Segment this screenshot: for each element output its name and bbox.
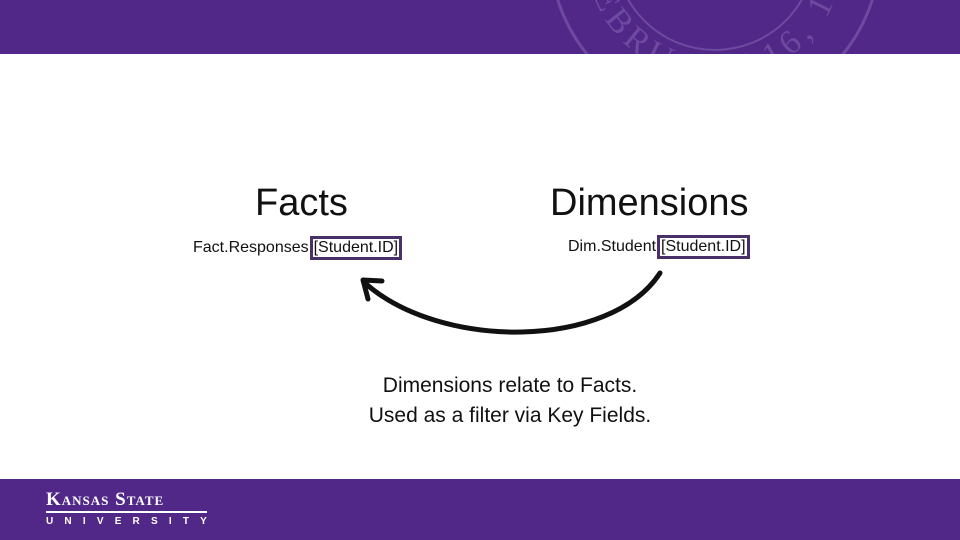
header-bar: FEBRUARY 16, 1863	[0, 0, 960, 54]
caption-line-1: Dimensions relate to Facts.	[382, 374, 638, 397]
dimension-key-box: [Student.ID]	[657, 235, 750, 259]
dimension-field: Dim.Student[Student.ID]	[568, 235, 750, 259]
seal-text: FEBRUARY 16, 1863	[545, 0, 847, 54]
logo-name: Kansas State	[46, 489, 165, 510]
facts-heading: Facts	[255, 182, 348, 224]
arrow-curve	[362, 270, 663, 335]
footer-bar	[0, 479, 960, 540]
fact-key-box: [Student.ID]	[309, 236, 403, 260]
logo-divider	[46, 511, 207, 513]
dimension-table-name: Dim.Student	[568, 238, 657, 255]
arrow-head	[360, 277, 385, 302]
caption-line-2: Used as a filter via Key Fields.	[368, 404, 652, 427]
fact-table-name: Fact.Responses	[193, 239, 309, 256]
dimensions-heading: Dimensions	[550, 182, 749, 224]
logo-sub: UNIVERSITY	[46, 516, 219, 527]
kansas-state-logo: Kansas State UNIVERSITY	[46, 490, 218, 527]
university-seal-watermark: FEBRUARY 16, 1863	[545, 0, 874, 54]
fact-field: Fact.Responses[Student.ID]	[193, 236, 403, 260]
relationship-arrow	[360, 270, 663, 335]
svg-text:FEBRUARY 16, 1863: FEBRUARY 16, 1863	[545, 0, 853, 54]
caption: Dimensions relate to Facts. Used as a fi…	[300, 371, 720, 431]
